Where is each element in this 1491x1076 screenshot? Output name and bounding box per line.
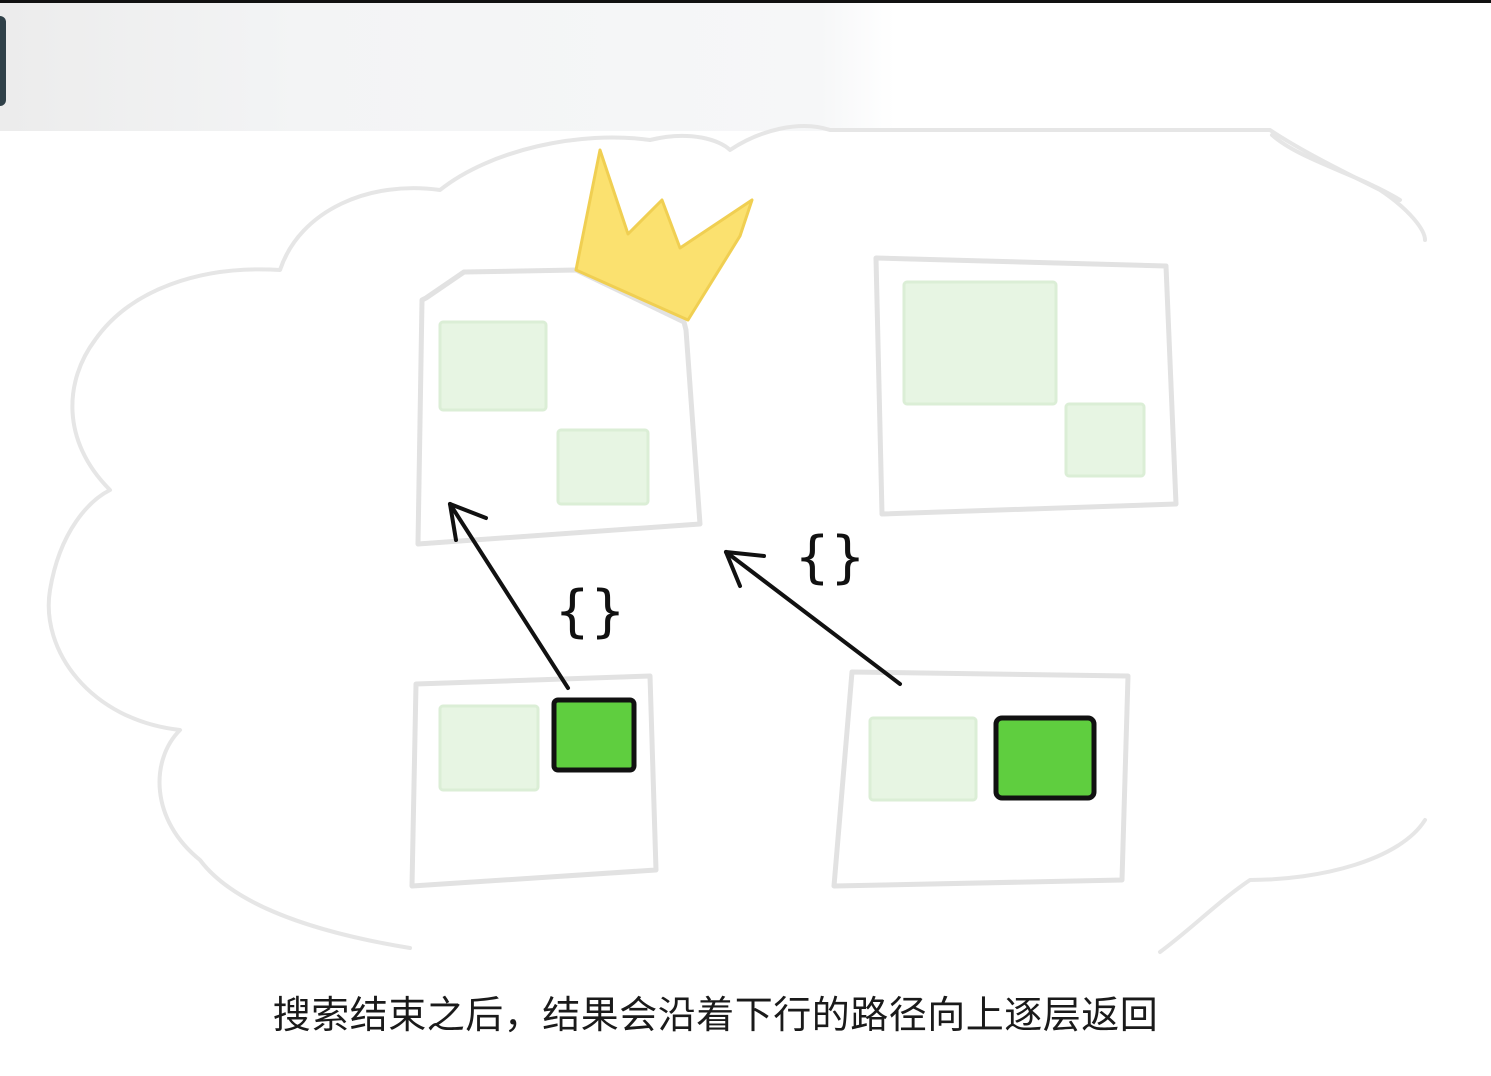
node-top-left: [415, 267, 703, 547]
node-top-right-chip-1: [902, 280, 1058, 406]
top-background-band: [0, 3, 1491, 131]
left-edge-mark: [0, 16, 6, 106]
caption-text: 搜索结束之后，结果会沿着下行的路径向上逐层返回: [272, 993, 1159, 1037]
brace-label-right: {}: [794, 525, 865, 590]
brace-label-left: {}: [554, 579, 625, 644]
crown-icon: [574, 148, 754, 322]
cloud-edge-right: [1270, 133, 1402, 202]
arrow-right-up: [724, 550, 902, 686]
node-bottom-left-result-chip: [551, 697, 637, 773]
node-top-left-chip-2: [556, 428, 650, 506]
node-top-left-chip-1: [438, 320, 548, 412]
arrow-left-up: [448, 502, 570, 690]
top-border: [0, 0, 1491, 3]
cloud-outline: [46, 124, 1427, 954]
node-bottom-right-chip-light: [868, 716, 978, 802]
node-bottom-right: [831, 669, 1131, 889]
node-bottom-left: [409, 673, 659, 889]
node-bottom-left-chip-light: [438, 704, 540, 792]
node-bottom-right-result-chip: [993, 715, 1097, 801]
node-top-right-chip-2: [1064, 402, 1146, 478]
node-top-right: [873, 255, 1179, 517]
